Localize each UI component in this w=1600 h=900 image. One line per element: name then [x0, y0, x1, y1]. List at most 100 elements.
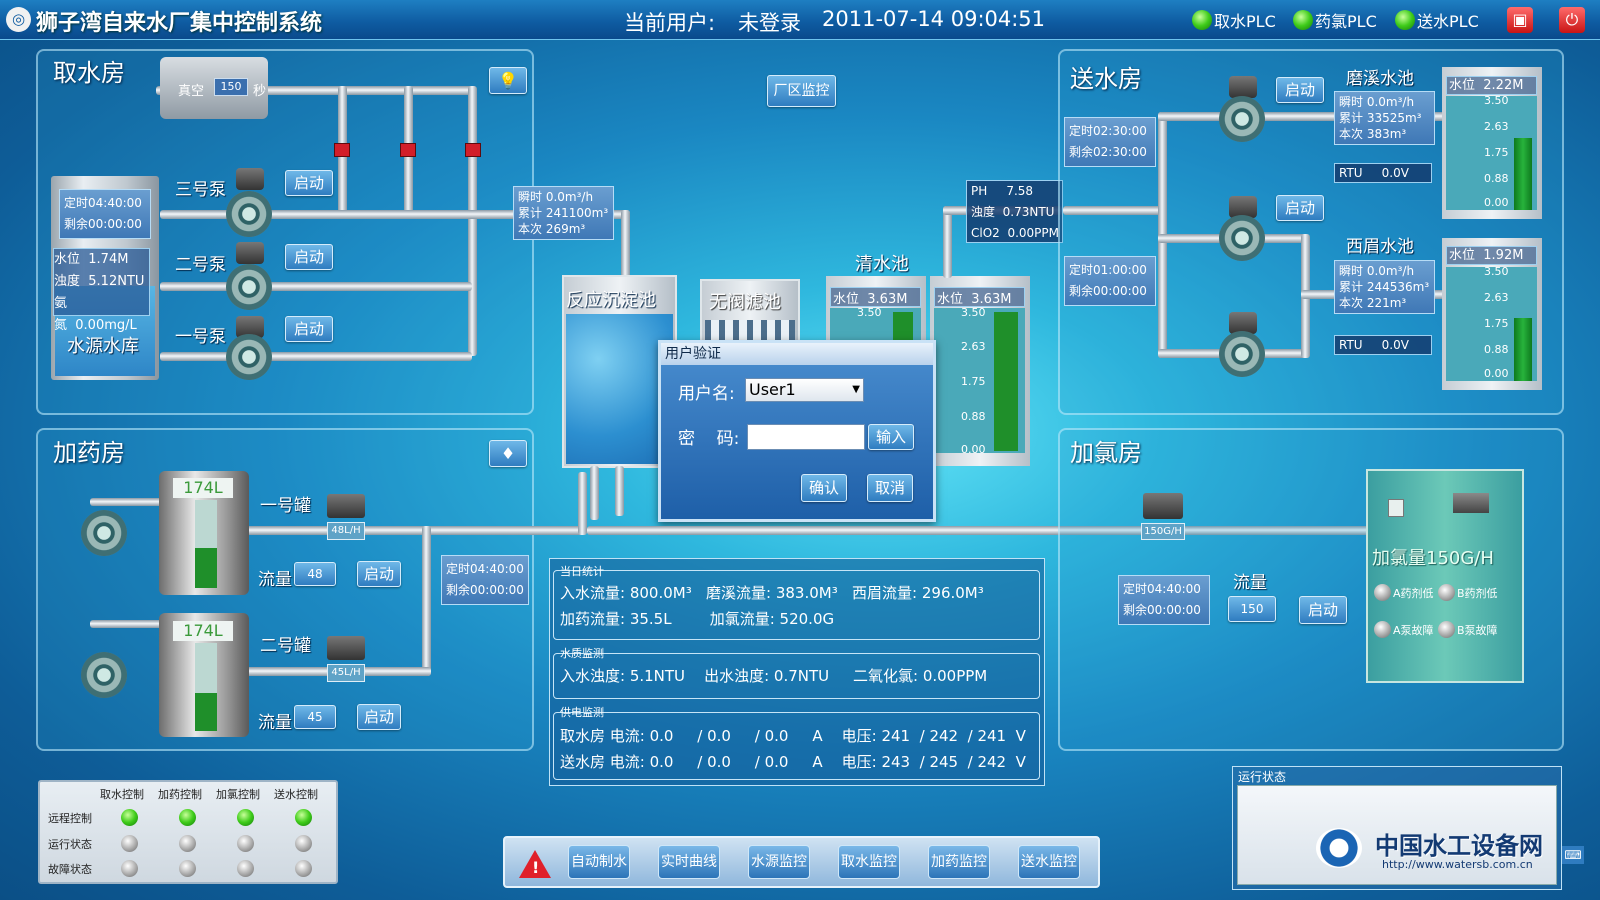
rtu-value: 0.0V: [1381, 338, 1409, 352]
lock-icon[interactable]: ▣: [1507, 7, 1533, 33]
cabinet-label: 加氯量150G/H: [1372, 548, 1494, 569]
tank1-name: 一号罐: [260, 496, 311, 516]
timer2-set: 定时01:00:00: [1069, 263, 1147, 277]
chlorine-start-button[interactable]: 启动: [1299, 596, 1347, 624]
tank2-start-button[interactable]: 启动: [357, 704, 401, 730]
power-stats: [553, 712, 1040, 780]
flow-total: 累计 241100m³: [518, 206, 609, 220]
pipe: [160, 352, 472, 361]
tank1-meter: 48L/H: [327, 522, 365, 540]
delivery-pump2-start[interactable]: 启动: [1276, 195, 1324, 221]
status-led-icon: [295, 860, 312, 877]
flowmeter-icon: [1143, 493, 1183, 519]
password-input[interactable]: [747, 424, 865, 450]
pump3-icon[interactable]: [226, 191, 272, 237]
nav-intake-monitor[interactable]: 取水监控: [838, 845, 900, 879]
power-line2: 送水房 电流: 0.0 / 0.0 / 0.0 A 电压: 243 / 245 …: [560, 753, 1026, 771]
valve-icon[interactable]: [400, 143, 416, 157]
col-header: 加药控制: [158, 788, 202, 801]
filter-label: 无阀滤池: [709, 292, 781, 313]
username-select[interactable]: User1 ▼: [745, 378, 864, 402]
power-heading: 供电监测: [560, 706, 604, 719]
valve-icon[interactable]: [465, 143, 481, 157]
delivery-pump1-start[interactable]: 启动: [1276, 77, 1324, 103]
turbidity-label: 浊度: [971, 205, 996, 219]
confirm-button[interactable]: 确认: [801, 474, 847, 502]
clear1-level-label: 水位: [833, 292, 860, 307]
pump2-start-button[interactable]: 启动: [285, 244, 333, 270]
delivery-timer1: 定时02:30:00 剩余02:30:00: [1064, 117, 1156, 167]
quality-heading: 水质监测: [560, 647, 604, 660]
scale-label: 1.75: [1484, 146, 1509, 159]
logo-icon: ◎: [6, 7, 31, 32]
pump1-start-button[interactable]: 启动: [285, 316, 333, 342]
pipe: [943, 206, 952, 278]
ximei-gauge-fill: [1514, 318, 1532, 381]
alarm-led-icon: [1374, 621, 1391, 638]
cancel-button[interactable]: 取消: [867, 474, 913, 502]
chlorine-flow-value[interactable]: 150: [1228, 596, 1276, 622]
col-header: 送水控制: [274, 788, 318, 801]
sedimentation-label: 反应沉淀池: [566, 290, 656, 311]
chevron-down-icon[interactable]: ▼: [852, 384, 860, 395]
rtu-value: 0.0V: [1381, 166, 1409, 180]
delivery-pump3-icon[interactable]: [1219, 331, 1265, 377]
moxi-instant: 瞬时 0.0m³/h: [1339, 95, 1415, 109]
tank2-flow-value[interactable]: 45: [294, 705, 336, 729]
plant-monitor-button[interactable]: 厂区监控: [767, 75, 836, 107]
timer1-remain: 剩余02:30:00: [1069, 145, 1147, 159]
dosing-pump1-icon[interactable]: [81, 510, 127, 556]
warning-icon[interactable]: [519, 850, 551, 878]
dosing-pump2-icon[interactable]: [81, 652, 127, 698]
timer1-set: 定时02:30:00: [1069, 124, 1147, 138]
rtu-label: RTU: [1339, 338, 1363, 352]
pipe: [578, 472, 587, 535]
nav-realtime-curve[interactable]: 实时曲线: [658, 845, 720, 879]
lightbulb-icon[interactable]: 💡: [489, 67, 527, 94]
pump1-icon[interactable]: [226, 334, 272, 380]
tank1-flow-value[interactable]: 48: [294, 562, 336, 586]
nav-dosing-monitor[interactable]: 加药监控: [928, 845, 990, 879]
username-value: User1: [749, 380, 796, 399]
run-status-title: 运行状态: [1238, 770, 1287, 784]
vacuum-value[interactable]: 150: [214, 78, 248, 96]
pump3-start-button[interactable]: 启动: [285, 170, 333, 196]
delivery-pump2-icon[interactable]: [1219, 215, 1265, 261]
pipe: [468, 86, 477, 356]
pipe: [156, 86, 474, 95]
moxi-this: 本次 383m³: [1339, 127, 1407, 141]
row-header: 运行状态: [48, 838, 92, 851]
valve-icon[interactable]: [334, 143, 350, 157]
quality-box: PH 7.58 浊度 0.73NTU ClO2 0.00PPM: [966, 180, 1063, 243]
ximei-rtu: RTU 0.0V: [1334, 335, 1432, 355]
pipe: [160, 210, 630, 219]
nav-auto-water[interactable]: 自动制水: [568, 845, 630, 879]
keyboard-icon[interactable]: ⌨: [1562, 846, 1584, 864]
delivery-pump1-icon[interactable]: [1219, 96, 1265, 142]
intake-title: 取水房: [53, 59, 125, 87]
plc-status-chem: 药氯PLC: [1293, 8, 1377, 32]
alarm-led-icon: [1374, 584, 1391, 601]
ximei-flow-box: 瞬时 0.0m³/h 累计 244536m³ 本次 221m³: [1334, 260, 1435, 314]
input-button[interactable]: 输入: [868, 424, 914, 450]
nav-delivery-monitor[interactable]: 送水监控: [1018, 845, 1080, 879]
power-icon[interactable]: ⏻: [1559, 7, 1585, 33]
chlorine-title: 加氯房: [1070, 439, 1142, 467]
alarm-b-low: B药剂低: [1438, 584, 1498, 601]
pipe: [1158, 112, 1448, 121]
alarm-b-fault: B泵故障: [1438, 621, 1498, 638]
pipe: [240, 526, 587, 535]
cabinet-switch-icon: [1388, 499, 1404, 517]
pipe: [90, 498, 170, 506]
clear2-scale-1: 2.63: [961, 340, 986, 353]
clear2-scale-4: 0.00: [961, 443, 986, 456]
tank1-start-button[interactable]: 启动: [357, 561, 401, 587]
clear2-scale-3: 0.88: [961, 410, 986, 423]
nav-source-monitor[interactable]: 水源监控: [748, 845, 810, 879]
map-pin-icon[interactable]: ♦: [489, 440, 527, 467]
dosing-timer-box: 定时04:40:00 剩余00:00:00: [441, 555, 529, 605]
tank2-meter: 45L/H: [327, 664, 365, 682]
quality-stats: [553, 653, 1040, 699]
pump2-icon[interactable]: [226, 264, 272, 310]
filter-grid: [705, 320, 795, 340]
